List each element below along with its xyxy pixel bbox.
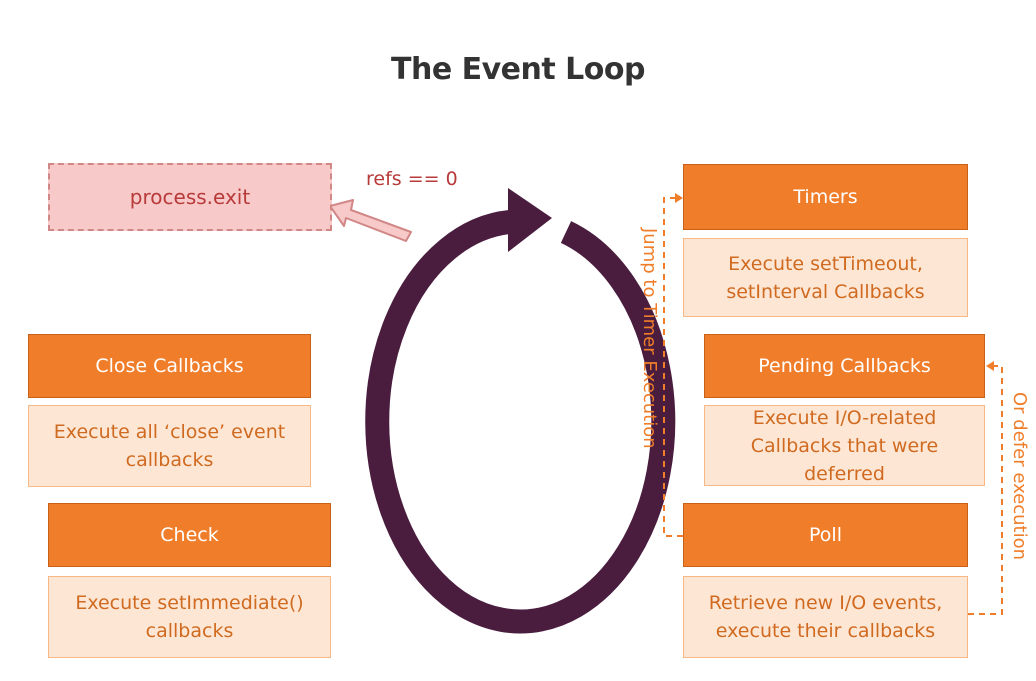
defer-connector — [968, 365, 1003, 615]
poll-description-text: Retrieve new I/O events, execute their c… — [708, 592, 943, 642]
timers-phase-header: Timers — [683, 164, 968, 230]
process-exit-box: process.exit — [48, 163, 332, 231]
timers-description-text: Execute setTimeout, setInterval Callback… — [726, 252, 925, 303]
timers-phase-label: Timers — [793, 186, 858, 208]
defer-connector-arrowhead — [986, 361, 994, 371]
check-description-text: Execute setImmediate() callbacks — [75, 592, 304, 642]
pending-callbacks-description-text: Execute I/O-related Callbacks that were … — [750, 406, 939, 485]
jump-connector-arrowhead — [675, 193, 683, 203]
close-callbacks-description-text: Execute all ‘close’ event callbacks — [53, 421, 286, 471]
close-callbacks-phase-header: Close Callbacks — [28, 334, 311, 398]
check-phase-label: Check — [160, 524, 219, 546]
close-callbacks-phase-label: Close Callbacks — [95, 355, 244, 377]
check-phase-description: Execute setImmediate() callbacks — [48, 576, 331, 658]
refs-arrow — [329, 199, 412, 242]
page-title: The Event Loop — [391, 52, 645, 87]
pending-callbacks-phase-description: Execute I/O-related Callbacks that were … — [704, 405, 985, 486]
defer-execution-annotation: Or defer execution — [1009, 392, 1030, 561]
timers-phase-description: Execute setTimeout, setInterval Callback… — [683, 238, 968, 317]
process-exit-label: process.exit — [129, 185, 251, 209]
loop-arrowhead — [508, 188, 552, 252]
check-phase-header: Check — [48, 503, 331, 567]
jump-to-timer-annotation: Jump to Timer Execution — [639, 228, 660, 449]
jump-connector — [663, 197, 683, 537]
loop-arrow — [365, 210, 676, 634]
close-callbacks-phase-description: Execute all ‘close’ event callbacks — [28, 405, 311, 487]
poll-phase-header: Poll — [683, 503, 968, 567]
poll-phase-label: Poll — [809, 524, 842, 546]
refs-condition-label: refs == 0 — [366, 168, 458, 190]
poll-phase-description: Retrieve new I/O events, execute their c… — [683, 576, 968, 658]
pending-callbacks-phase-header: Pending Callbacks — [704, 334, 985, 398]
pending-callbacks-phase-label: Pending Callbacks — [758, 355, 931, 377]
